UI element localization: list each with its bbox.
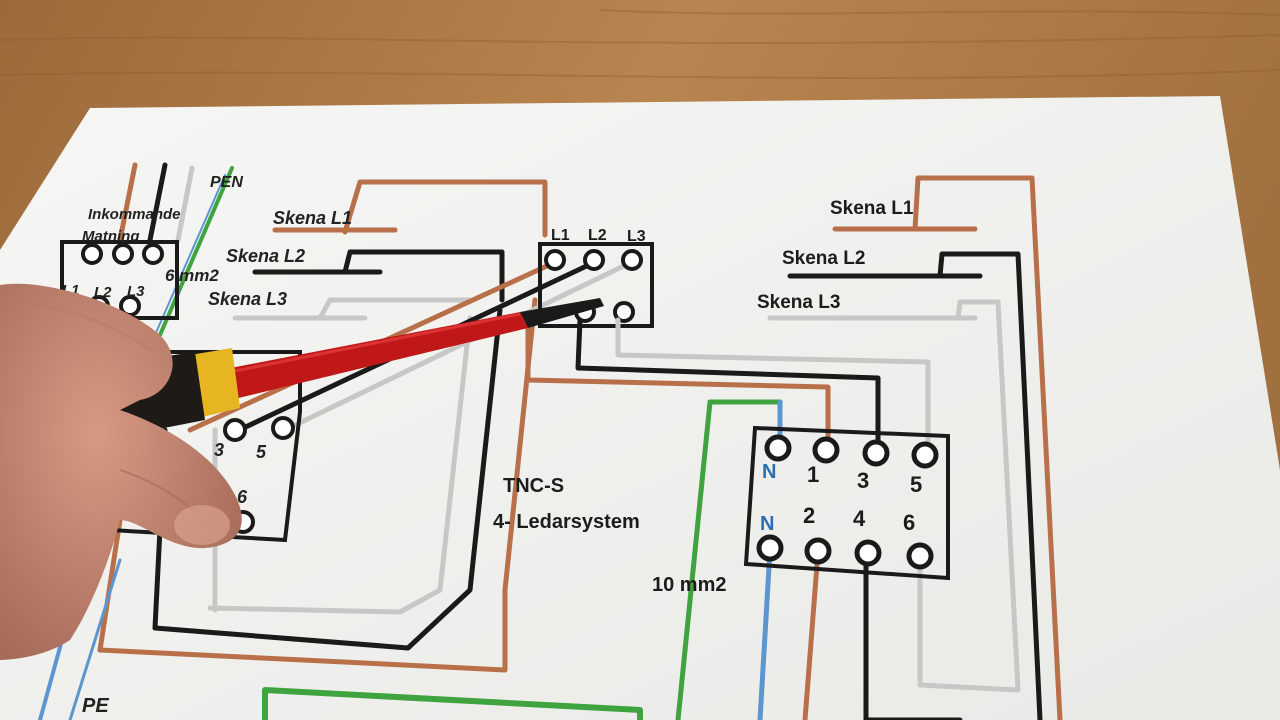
system-type-line1: TNC-S: [503, 475, 564, 497]
terminal-bottom-4: 4: [853, 506, 866, 531]
supply-terminal-l3: L3: [127, 283, 145, 300]
right-labels: Skena L1 Skena L2 Skena L3: [757, 198, 914, 313]
breaker-terminal-l1: L1: [551, 227, 570, 244]
busbar-l3-left: Skena L3: [208, 289, 287, 309]
busbar-l1-right: Skena L1: [830, 198, 914, 219]
breaker-terminal-l2: L2: [588, 227, 607, 244]
distribution-terminal-block: N 1 3 5 N 2 4 6: [743, 425, 950, 581]
busbar-l1-left: Skena L1: [273, 208, 352, 228]
left-labels: PEN Inkommande Matning 6 mm2 L1 L2 L3 Sk…: [62, 174, 352, 717]
right-wires: [525, 175, 1063, 720]
terminal-bottom-n: N: [760, 513, 774, 535]
busbar-l2-right: Skena L2: [782, 248, 865, 269]
busbar-l3-right: Skena L3: [757, 292, 840, 313]
terminal-top-5: 5: [910, 472, 922, 497]
terminal-top-1: 1: [807, 462, 819, 487]
center-labels: TNC-S 4- Ledarsystem 10 mm2: [493, 475, 727, 596]
breaker-terminal-l3: L3: [627, 228, 646, 245]
supply-label-line2: Matning: [82, 228, 140, 245]
pen-label: PEN: [210, 174, 243, 191]
supply-terminal-l2: L2: [94, 284, 112, 301]
device-number-3: 3: [214, 440, 224, 460]
cable-size-center: 10 mm2: [652, 574, 727, 596]
device-number-5: 5: [256, 442, 267, 462]
device-number-6: 6: [237, 487, 248, 507]
supply-label-line1: Inkommande: [88, 206, 181, 223]
main-breaker-block: L1 L2 L3: [538, 227, 654, 328]
busbar-l2-left: Skena L2: [226, 246, 305, 266]
pe-label: PE: [82, 695, 109, 717]
terminal-top-3: 3: [857, 468, 869, 493]
hand: [0, 283, 242, 660]
terminal-bottom-6: 6: [903, 510, 915, 535]
terminal-bottom-2: 2: [803, 503, 815, 528]
cable-size-left: 6 mm2: [165, 266, 219, 285]
terminal-top-n: N: [762, 461, 776, 483]
system-type-line2: 4- Ledarsystem: [493, 511, 640, 533]
